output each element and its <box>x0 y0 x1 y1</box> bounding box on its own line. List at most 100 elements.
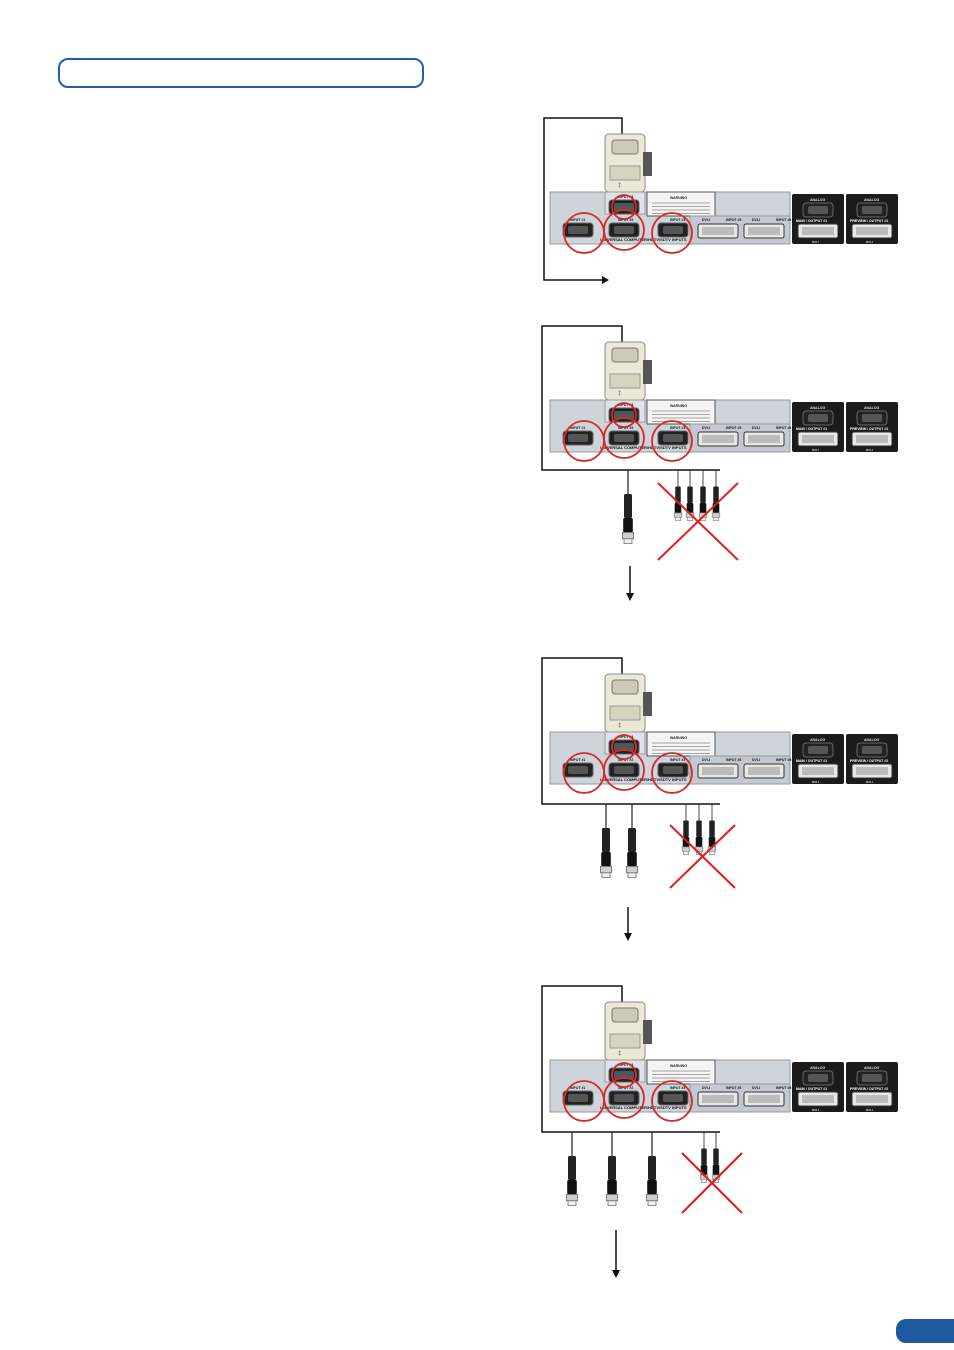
warning-label: WARNING <box>670 736 687 740</box>
input-2-port-pins <box>614 226 634 234</box>
main_output-analog-label: ANALOG <box>810 738 825 742</box>
bnc-connector-unused-1 <box>681 804 691 855</box>
warning-box <box>646 191 716 217</box>
input-3-label: INPUT #3 <box>670 1086 685 1090</box>
input-2-label: INPUT #2 <box>618 218 633 222</box>
preview_output-label: PREVIEW / OUTPUT #2 <box>850 1087 888 1091</box>
highlight-circle <box>611 1062 637 1088</box>
bnc-connector-unused-3-boot <box>709 820 715 837</box>
highlight-circle <box>651 1080 693 1122</box>
main_output-vga-port-pins <box>808 1074 828 1082</box>
adapter-logo-text: ‡ <box>618 183 621 189</box>
highlight-circle <box>651 212 693 254</box>
bnc-connector-ok-2-boot <box>608 1156 616 1180</box>
bnc-connector-ok-2-body <box>627 852 637 867</box>
loop-cable-line <box>541 657 720 805</box>
bnc-connector-unused-2-boot <box>696 820 702 837</box>
input-5-label: INPUT #5 <box>726 426 741 430</box>
dvi-input-5-port-pins <box>702 227 734 235</box>
bnc-connector-ok-2 <box>605 1132 619 1207</box>
bnc-connector-ok-1-boot <box>568 1156 576 1180</box>
dvi-input-6-label: DVI-I <box>752 1086 760 1090</box>
input-4-label: INPUT #4 <box>618 735 633 739</box>
adapter-logo-text: ‡ <box>618 1051 621 1057</box>
bnc-connector-ok-2-ferrule <box>625 866 639 874</box>
bnc-connector-unused-4-tip <box>712 517 720 521</box>
input-5-label: INPUT #5 <box>726 1086 741 1090</box>
highlight-circle <box>611 194 637 220</box>
main_output-vga-port-pins <box>808 746 828 754</box>
input-1-label: INPUT #1 <box>570 758 585 762</box>
warning-label: WARNING <box>670 404 687 408</box>
bnc-connector-ok-3-tip <box>647 1200 657 1207</box>
bnc-connector-unused-1-ferrule <box>673 512 683 518</box>
section-title-box <box>58 58 424 88</box>
universal-inputs-label: UNIVERSAL COMPUTER/HDTV/SDTV INPUTS <box>600 445 687 450</box>
preview_output-dvi-port-pins <box>856 767 888 775</box>
bnc-connector-ok-3 <box>645 1132 659 1207</box>
preview_output-analog-label: ANALOG <box>864 406 879 410</box>
main_output-dvi-port-pins <box>802 227 834 235</box>
flow-arrow-head <box>626 593 634 601</box>
adapter-logo-text: ‡ <box>618 723 621 729</box>
cross-line <box>669 824 736 889</box>
page-number-tab <box>896 1319 954 1343</box>
bnc-connector-unused-1-tip <box>674 517 682 521</box>
flow-arrow-head <box>624 933 632 941</box>
input-2-label: INPUT #2 <box>618 426 633 430</box>
bnc-connector-unused-2-tip <box>686 517 694 521</box>
main_output-label: MAIN / OUTPUT #1 <box>796 1087 827 1091</box>
input-6-label: INPUT #6 <box>776 218 791 222</box>
bnc-connector-ok-1-ferrule <box>621 532 635 540</box>
bnc-connector-unused-1-body <box>674 503 682 513</box>
dvi-input-5-label: DVI-I <box>702 426 710 430</box>
adapter-body-lower <box>609 165 641 181</box>
preview_output-label: PREVIEW / OUTPUT #2 <box>850 759 888 763</box>
highlight-circle <box>603 749 645 791</box>
universal-inputs-label: UNIVERSAL COMPUTER/HDTV/SDTV INPUTS <box>600 237 687 242</box>
bnc-connector-ok-1-boot <box>624 494 632 518</box>
bnc-connector-ok-1-boot <box>602 828 610 852</box>
bnc-connector-ok-1-tip <box>601 872 611 879</box>
main_output-label: MAIN / OUTPUT #1 <box>796 219 827 223</box>
input-3-port-pins <box>663 226 683 234</box>
input-3-port-pins <box>663 766 683 774</box>
preview_output-analog-label: ANALOG <box>864 738 879 742</box>
dvi-input-6-label: DVI-I <box>752 426 760 430</box>
flow-arrow-head <box>602 276 609 284</box>
preview_output-dvi-label: DVI-I <box>866 780 873 784</box>
main_output-vga-port-pins <box>808 414 828 422</box>
preview_output-analog-label: ANALOG <box>864 198 879 202</box>
highlight-circle <box>603 1077 645 1119</box>
bnc-connector-unused-2-body <box>712 1165 720 1175</box>
warning-label: WARNING <box>670 196 687 200</box>
bnc-connector-ok-2-body <box>607 1180 617 1195</box>
warning-box <box>646 731 716 757</box>
bnc-connector-unused-1-boot <box>675 486 681 503</box>
adapter-screw <box>643 360 652 384</box>
input-5-label: INPUT #5 <box>726 758 741 762</box>
bnc-connector-unused-1-boot <box>701 1148 707 1165</box>
dvi-input-5-label: DVI-I <box>702 1086 710 1090</box>
main_output-dvi-label: DVI-I <box>812 780 819 784</box>
main_output-analog-label: ANALOG <box>810 406 825 410</box>
bnc-connector-unused-2-body <box>695 837 703 847</box>
input-2-label: INPUT #2 <box>618 758 633 762</box>
bnc-connector-ok-3-ferrule <box>645 1194 659 1202</box>
bnc-connector-unused-2-boot <box>713 1148 719 1165</box>
preview_output-label: PREVIEW / OUTPUT #2 <box>850 219 888 223</box>
input-4-label: INPUT #4 <box>618 195 633 199</box>
input-5-label: INPUT #5 <box>726 218 741 222</box>
highlight-circle <box>651 752 693 794</box>
bnc-connector-ok-1 <box>621 470 635 545</box>
dvi-input-6-port-pins <box>748 435 780 443</box>
bnc-connector-unused-3-boot <box>700 486 706 503</box>
warning-label: WARNING <box>670 1064 687 1068</box>
bnc-connector-ok-1 <box>565 1132 579 1207</box>
adapter-logo-text: ‡ <box>618 391 621 397</box>
input-4-port-pins <box>614 743 634 751</box>
